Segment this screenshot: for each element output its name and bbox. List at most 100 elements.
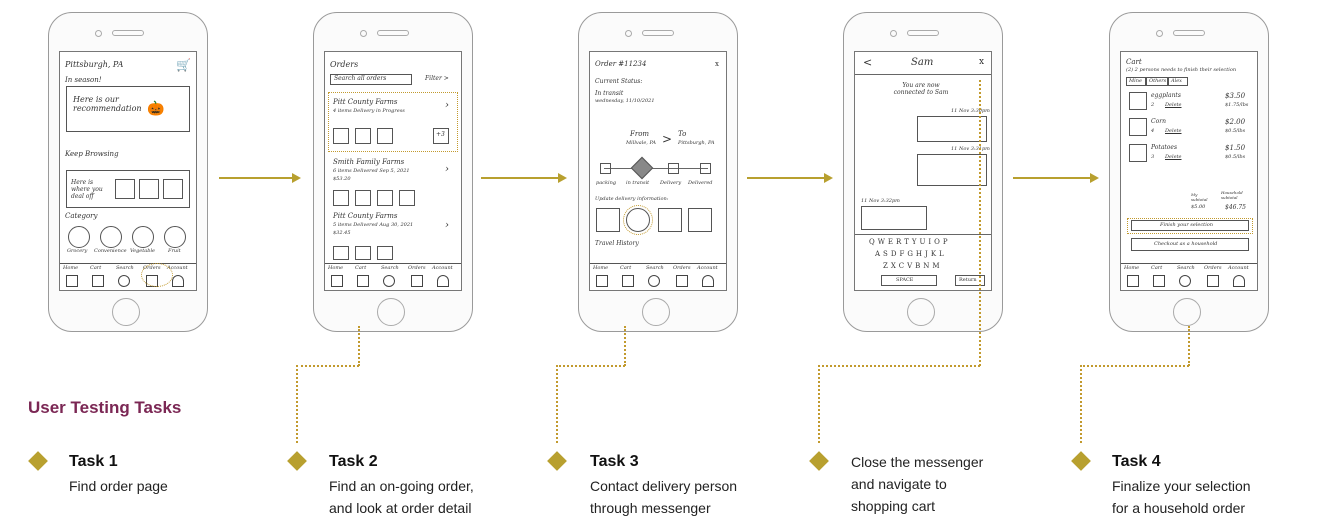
item-1-delete[interactable]: Delete xyxy=(1165,102,1182,108)
home-icon[interactable] xyxy=(1127,275,1139,287)
home-button xyxy=(907,298,935,326)
search-orders-placeholder: Search all orders xyxy=(334,75,387,82)
chat-bubble-outgoing-1 xyxy=(917,116,987,142)
order3-price: $32.45 xyxy=(333,230,351,236)
home-icon[interactable] xyxy=(596,275,608,287)
camera xyxy=(625,30,632,37)
task-2-line-1: Find an on-going order, xyxy=(329,478,474,494)
nav-cart-label: Cart xyxy=(355,265,367,271)
bottom-nav: Home Cart Search Orders Account xyxy=(1121,263,1257,290)
return-key[interactable]: Return xyxy=(955,275,985,286)
close-icon[interactable]: x xyxy=(979,57,985,67)
task-1-diamond-icon xyxy=(28,451,48,471)
order2-name[interactable]: Smith Family Farms xyxy=(333,158,405,166)
search-icon[interactable] xyxy=(1179,275,1191,287)
keyboard-row-2[interactable]: ASDFGHJKL xyxy=(875,250,947,258)
phone-call-icon[interactable] xyxy=(596,208,620,232)
item-2-name: Corn xyxy=(1151,118,1166,125)
item-2-delete[interactable]: Delete xyxy=(1165,128,1182,134)
item-3-qty[interactable]: 3 xyxy=(1151,154,1155,160)
chevron-right-icon[interactable]: › xyxy=(445,220,449,231)
household-subtotal-label: Household subtotal xyxy=(1221,190,1243,200)
account-icon[interactable] xyxy=(172,275,184,287)
home-icon[interactable] xyxy=(331,275,343,287)
recommendation-banner[interactable]: Here is our recommendation 🎃 xyxy=(66,86,190,132)
section-heading: User Testing Tasks xyxy=(28,398,182,417)
home-button xyxy=(377,298,405,326)
search-icon[interactable] xyxy=(383,275,395,287)
account-icon[interactable] xyxy=(702,275,714,287)
progress-node-3 xyxy=(668,163,679,174)
home-icon[interactable] xyxy=(66,275,78,287)
keyboard-row-3[interactable]: ZXCVBNM xyxy=(883,262,943,270)
task-1-title: Task 1 xyxy=(69,453,118,470)
filter-link[interactable]: Filter > xyxy=(425,75,449,82)
cart-icon[interactable]: 🛒 xyxy=(176,58,191,72)
order1-name[interactable]: Pitt County Farms xyxy=(333,98,398,106)
search-icon[interactable] xyxy=(648,275,660,287)
search-orders-input[interactable]: Search all orders xyxy=(330,74,412,85)
item-corn-image xyxy=(1129,118,1147,136)
timestamp-3: 11 Nov 3:32pm xyxy=(861,198,900,204)
order1-item-2 xyxy=(355,128,371,144)
deals-banner[interactable]: Here is where you deal off xyxy=(66,170,190,208)
chat-contact-name: Sam xyxy=(911,57,934,68)
travel-history-label: Travel History xyxy=(595,240,639,247)
order2-item-1 xyxy=(333,190,349,206)
order1-item-3 xyxy=(377,128,393,144)
orders-title: Orders xyxy=(330,60,359,69)
mail-icon[interactable] xyxy=(658,208,682,232)
household-subtotal-value: $46.75 xyxy=(1225,204,1246,211)
highlight-orders-tab xyxy=(141,263,173,287)
order3-item-3 xyxy=(377,246,393,260)
orders-icon[interactable] xyxy=(411,275,423,287)
to-label: To xyxy=(678,130,687,138)
order3-name[interactable]: Pitt County Farms xyxy=(333,212,398,220)
flow-arrow-2 xyxy=(481,173,567,183)
order2-price: $53.20 xyxy=(333,176,351,182)
task-1-line-1: Find order page xyxy=(69,478,168,494)
category-convenience-icon[interactable] xyxy=(100,226,122,248)
close-icon[interactable]: x xyxy=(715,60,719,68)
search-icon[interactable] xyxy=(118,275,130,287)
connector-step4-h xyxy=(818,365,980,367)
cart-icon[interactable] xyxy=(1153,275,1165,287)
flow-arrow-3 xyxy=(747,173,833,183)
space-key[interactable]: SPACE xyxy=(881,275,937,286)
orders-icon[interactable] xyxy=(676,275,688,287)
recommendation-text: Here is our recommendation xyxy=(73,95,142,113)
chevron-right-icon[interactable]: › xyxy=(445,164,449,175)
category-vegetable-icon[interactable] xyxy=(132,226,154,248)
cart-icon[interactable] xyxy=(357,275,369,287)
nav-cart-label: Cart xyxy=(90,265,102,271)
step-4-line-1: Close the messenger xyxy=(851,454,984,470)
deal-thumb-1[interactable] xyxy=(115,179,135,199)
step-4-line-3: shopping cart xyxy=(851,498,936,514)
item-3-delete[interactable]: Delete xyxy=(1165,154,1182,160)
speaker xyxy=(907,30,939,36)
finish-selection-button[interactable]: Finish your selection xyxy=(1131,220,1249,231)
deal-thumb-3[interactable] xyxy=(163,179,183,199)
account-icon[interactable] xyxy=(437,275,449,287)
category-grocery-icon[interactable] xyxy=(68,226,90,248)
cart-icon[interactable] xyxy=(622,275,634,287)
cart-icon[interactable] xyxy=(92,275,104,287)
orders-icon[interactable] xyxy=(1207,275,1219,287)
item-2-qty[interactable]: 4 xyxy=(1151,128,1155,134)
keyboard-row-1[interactable]: QWERTYUIOP xyxy=(869,238,951,246)
deal-thumb-2[interactable] xyxy=(139,179,159,199)
return-key-label: Return xyxy=(959,277,977,283)
order2-item-4 xyxy=(399,190,415,206)
tab-alex[interactable]: Alex xyxy=(1168,77,1188,86)
checkout-household-button[interactable]: Checkout as a household xyxy=(1131,238,1249,251)
tab-mine[interactable]: Mine xyxy=(1126,77,1146,86)
back-icon[interactable]: < xyxy=(863,56,873,69)
item-1-qty[interactable]: 2 xyxy=(1151,102,1155,108)
chevron-right-icon[interactable]: › xyxy=(445,100,449,111)
my-subtotal-value: $5.00 xyxy=(1191,204,1206,210)
account-icon[interactable] xyxy=(1233,275,1245,287)
category-fruit-icon[interactable] xyxy=(164,226,186,248)
pumpkin-icon: 🎃 xyxy=(147,101,165,117)
more-options-icon[interactable] xyxy=(688,208,712,232)
tab-others[interactable]: Others xyxy=(1146,77,1168,86)
